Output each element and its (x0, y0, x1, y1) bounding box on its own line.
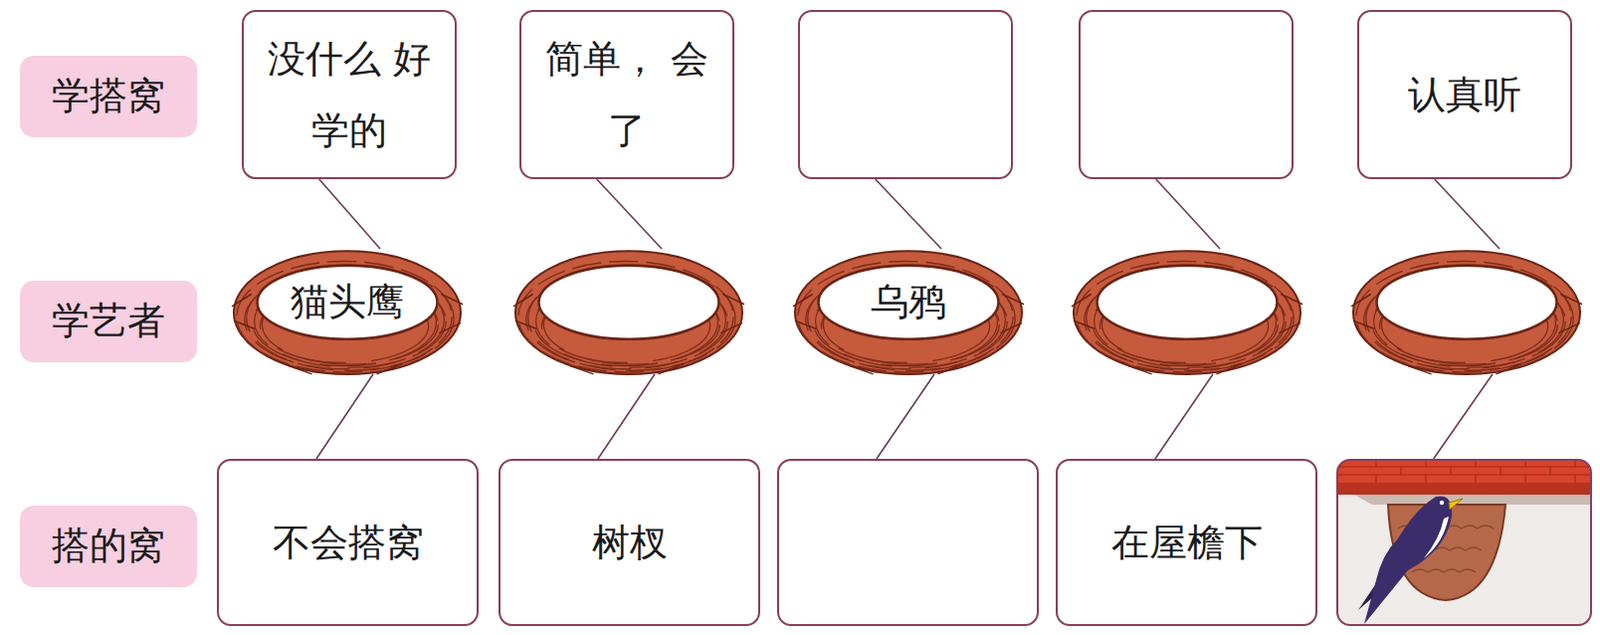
answer-box: 树杈 (498, 458, 761, 626)
swallow-illustration (1336, 458, 1593, 626)
connector-line (1434, 179, 1500, 249)
box-text: 学搭窝 (51, 73, 166, 120)
connector-line (1155, 374, 1213, 459)
nest-drawing (1349, 244, 1585, 379)
box-text: 简单， 会了 (541, 22, 713, 167)
text-holder (1349, 244, 1585, 360)
text-holder (1080, 11, 1292, 178)
connector-line (319, 179, 381, 249)
text-holder (1069, 244, 1305, 360)
box-text: 猫头鹰 (290, 279, 404, 326)
row-label: 搭的窝 (19, 505, 198, 588)
text-holder (800, 11, 1011, 178)
answer-box: 在屋檐下 (1055, 458, 1318, 626)
answer-box (777, 458, 1039, 626)
speech-box: 认真听 (1357, 9, 1573, 180)
text-holder: 学艺者 (19, 280, 198, 363)
nest-shape: 乌鸦 (791, 244, 1026, 379)
box-text: 学艺者 (51, 298, 166, 345)
speech-box: 简单， 会了 (519, 9, 735, 180)
row-label: 学艺者 (19, 280, 198, 363)
nest-shape: 猫头鹰 (229, 244, 465, 379)
text-holder (779, 460, 1037, 624)
nest-drawing (511, 244, 747, 379)
text-holder: 没什么 好学的 (243, 11, 455, 178)
nest-shape (1349, 244, 1585, 379)
text-holder: 搭的窝 (19, 505, 198, 588)
picture-box (1336, 458, 1593, 626)
box-text: 没什么 好学的 (263, 22, 435, 167)
connector-line (1156, 179, 1220, 249)
text-holder: 在屋檐下 (1057, 460, 1316, 624)
box-text: 认真听 (1407, 58, 1522, 131)
text-holder: 认真听 (1359, 11, 1571, 178)
text-holder (1338, 460, 1591, 624)
speech-box (1078, 9, 1294, 180)
box-text: 不会搭窝 (272, 506, 424, 579)
connector-line (597, 179, 662, 249)
text-holder: 学搭窝 (19, 55, 198, 138)
nest-shape (1069, 244, 1305, 379)
row-label: 学搭窝 (19, 55, 198, 138)
text-holder: 简单， 会了 (521, 11, 733, 178)
text-holder: 树杈 (500, 460, 759, 624)
answer-box: 不会搭窝 (216, 458, 479, 626)
speech-box (798, 9, 1013, 180)
box-text: 在屋檐下 (1111, 506, 1263, 579)
text-holder (511, 244, 747, 360)
speech-box: 没什么 好学的 (241, 9, 457, 180)
nest-shape (511, 244, 747, 379)
connector-line (876, 374, 935, 459)
text-holder: 乌鸦 (791, 244, 1026, 360)
connector-line (875, 179, 942, 249)
connector-line (598, 374, 655, 459)
box-text: 乌鸦 (870, 279, 947, 326)
nest-drawing (1069, 244, 1305, 379)
box-text: 搭的窝 (51, 523, 166, 570)
text-holder: 猫头鹰 (229, 244, 465, 360)
box-text: 树杈 (592, 506, 668, 579)
connector-line (1433, 374, 1493, 459)
text-holder: 不会搭窝 (218, 460, 477, 624)
connector-line (316, 374, 374, 459)
